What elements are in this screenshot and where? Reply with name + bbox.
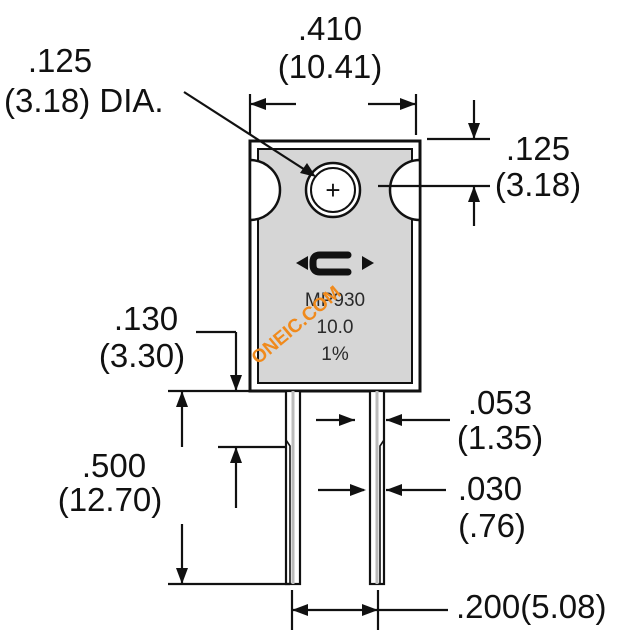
lead-spacing-label: .200(5.08) (456, 588, 606, 625)
body-width-inch: .410 (298, 10, 362, 47)
lead-thickness-mm: (.76) (458, 507, 526, 544)
dim-hole-dia (183, 91, 316, 177)
lead-length-mm: (12.70) (58, 481, 163, 518)
hole-plus-symbol: + (325, 175, 340, 205)
mounting-hole-inner (310, 167, 356, 213)
leads (284, 389, 386, 586)
lead-width-inch: .053 (468, 384, 532, 421)
mounting-hole (304, 161, 362, 219)
hole-offset-mm: (3.18) (495, 166, 581, 203)
lead-length-inch: .500 (82, 447, 146, 484)
part-number-label: MP930 (305, 290, 365, 311)
resistor-body: + MP930 10.0 1% (248, 139, 422, 393)
tab-height-mm: (3.30) (99, 337, 185, 374)
dim-lead-width (316, 414, 450, 426)
lead-width-mm: (1.35) (457, 419, 543, 456)
dim-lead-thickness (318, 484, 446, 496)
hole-offset-inch: .125 (506, 130, 570, 167)
tolerance-label: 1% (321, 344, 349, 365)
hole-dia-mm: (3.18) DIA. (4, 82, 164, 119)
dim-lead-spacing (290, 590, 448, 630)
left-notch (248, 158, 282, 222)
body-width-mm: (10.41) (278, 48, 383, 85)
tab-height-inch: .130 (114, 300, 178, 337)
resistance-label: 10.0 (317, 317, 354, 338)
dim-lead-length (168, 391, 290, 586)
lead-thickness-inch: .030 (458, 470, 522, 507)
hole-dia-inch: .125 (28, 42, 92, 79)
dim-hole-offset (378, 100, 490, 226)
right-notch (388, 158, 422, 222)
dim-body-width (248, 94, 418, 135)
caddock-logo (296, 251, 374, 276)
